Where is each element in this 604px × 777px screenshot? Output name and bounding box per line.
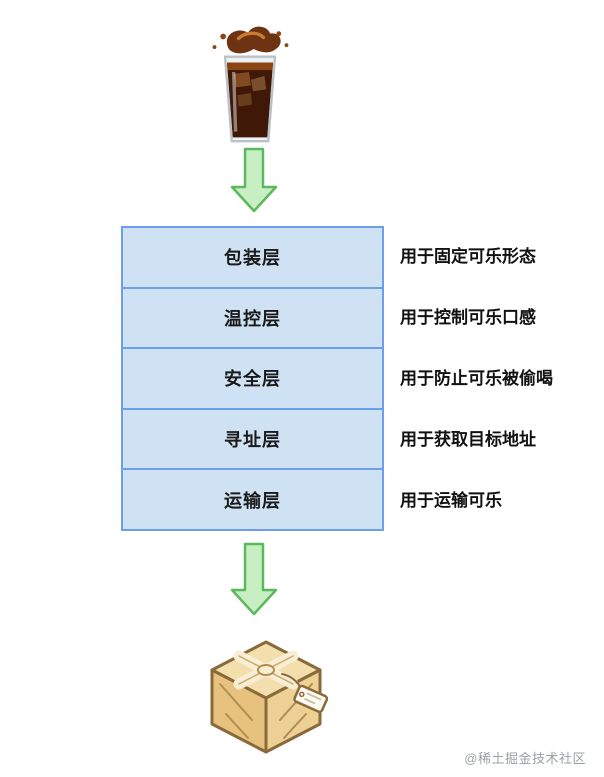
cola-glass-icon xyxy=(212,26,289,143)
arrow-down-bottom-icon xyxy=(230,542,278,616)
layer-row-security: 安全层 xyxy=(123,349,382,410)
watermark: @稀土掘金技术社区 xyxy=(464,751,586,766)
layer-row-temperature: 温控层 xyxy=(123,288,382,350)
layer-description-security: 用于防止可乐被偷喝 xyxy=(400,369,553,388)
layer-description-temperature: 用于控制可乐口感 xyxy=(400,308,536,327)
layer-description-transport: 用于运输可乐 xyxy=(400,491,502,510)
layer-label: 寻址层 xyxy=(224,430,281,451)
package-icon xyxy=(210,640,329,754)
layer-description-addressing: 用于获取目标地址 xyxy=(400,430,536,449)
layer-label: 温控层 xyxy=(224,308,281,329)
layer-row-packaging: 包装层 xyxy=(123,228,382,289)
layer-label: 包装层 xyxy=(224,248,281,269)
layer-label: 安全层 xyxy=(224,369,281,390)
layer-label: 运输层 xyxy=(224,490,281,511)
layer-row-addressing: 寻址层 xyxy=(123,409,382,471)
layer-description-packaging: 用于固定可乐形态 xyxy=(400,247,536,266)
arrow-down-top-icon xyxy=(230,147,278,213)
layer-row-transport: 运输层 xyxy=(123,470,382,529)
layer-stack: 包装层 温控层 安全层 寻址层 运输层 xyxy=(121,226,384,531)
